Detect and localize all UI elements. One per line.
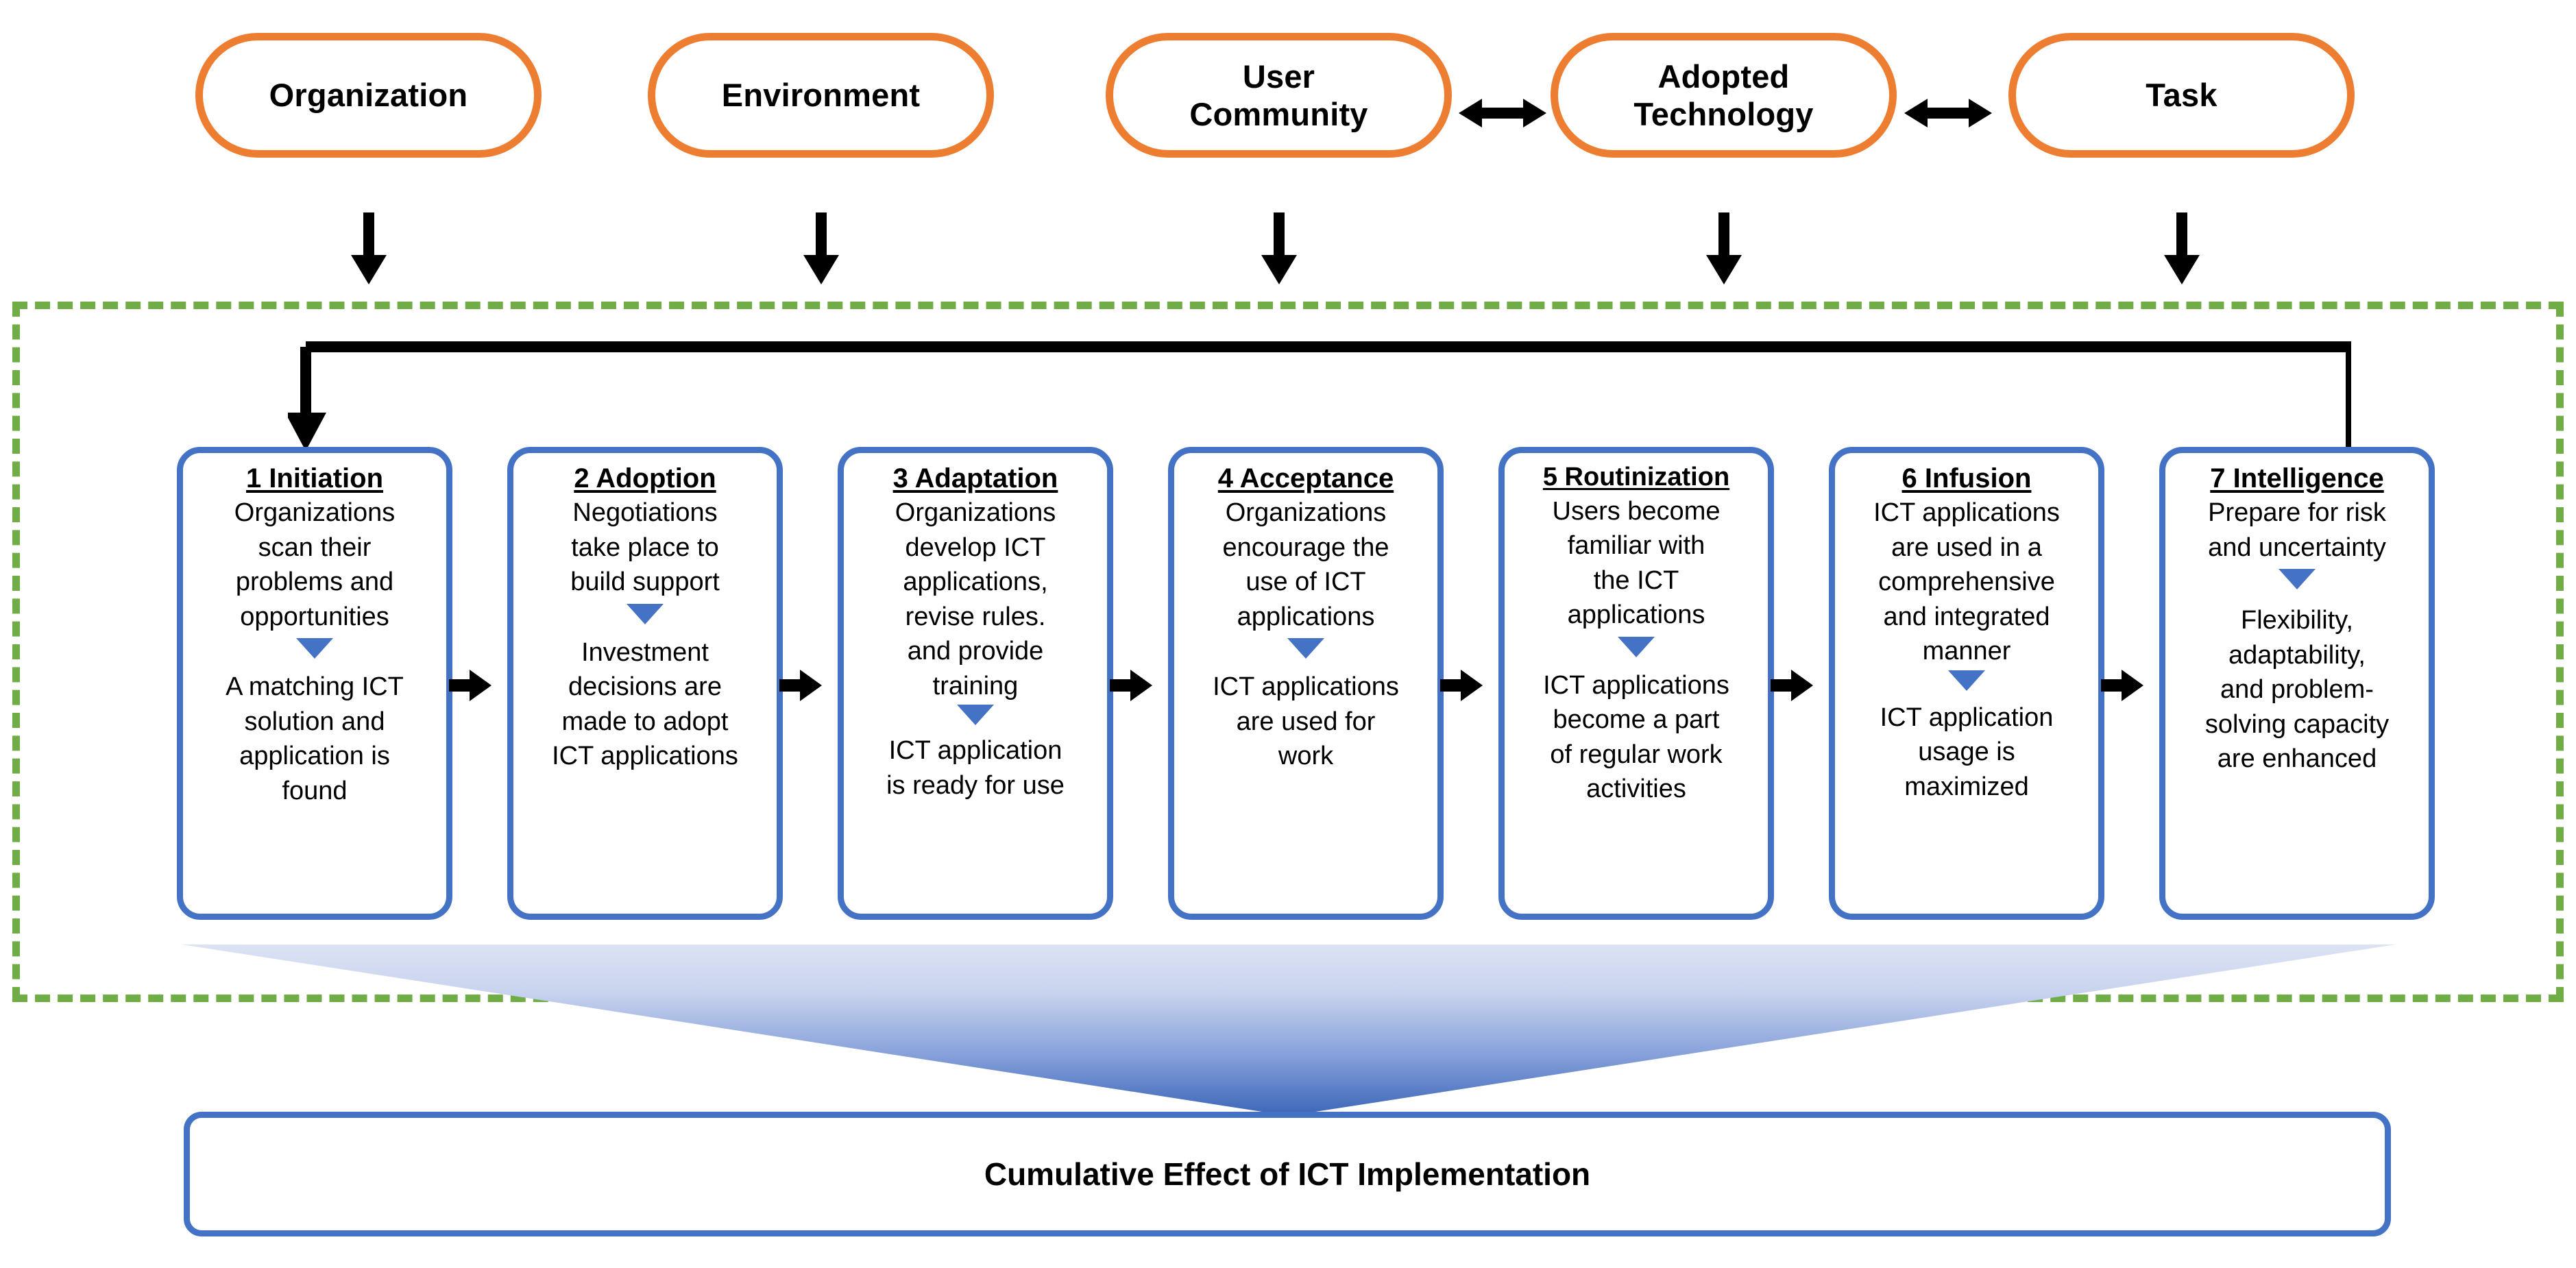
step-arrow-icon-6-to-7 — [2101, 670, 2143, 701]
down-triangle-icon — [627, 603, 664, 624]
stage-bottom-text: A matching ICT solution and application … — [226, 672, 404, 805]
stage-box-1-initiation[interactable]: 1 Initiation Organizations scan their pr… — [177, 447, 452, 920]
stage-title: 6 Infusion — [1901, 463, 2032, 493]
context-box-task[interactable]: Task — [2008, 33, 2355, 158]
stage-title: 1 Initiation — [246, 463, 383, 493]
stage-box-5-routinization[interactable]: 5 Routinization Users become familiar wi… — [1498, 447, 1774, 920]
step-arrow-icon-1-to-2 — [449, 670, 491, 701]
down-triangle-icon — [2279, 569, 2316, 590]
down-arrow-icon-user-community — [1261, 212, 1297, 284]
step-arrow-icon-5-to-6 — [1771, 670, 1813, 701]
stage-bottom-text: Investment decisions are made to adopt I… — [552, 637, 738, 771]
stage-top-text: Prepare for risk and uncertainty — [2208, 498, 2386, 562]
down-arrow-icon-task — [2164, 212, 2200, 284]
stage-top-text: Organizations develop ICT applications, … — [895, 498, 1056, 700]
down-triangle-icon — [296, 638, 333, 659]
stage-bottom-text: ICT applications are used for work — [1213, 672, 1399, 771]
step-arrow-icon-4-to-5 — [1440, 670, 1483, 701]
feedback-loop-arrow-icon — [288, 341, 2351, 451]
context-box-user-community[interactable]: User Community — [1106, 33, 1452, 158]
down-arrow-icon-organization — [351, 212, 387, 284]
down-triangle-icon — [1287, 638, 1324, 659]
down-arrow-icon-environment — [803, 212, 839, 284]
cumulative-effect-label: Cumulative Effect of ICT Implementation — [984, 1156, 1591, 1192]
step-arrow-icon-3-to-4 — [1110, 670, 1152, 701]
stage-box-3-adaptation[interactable]: 3 Adaptation Organizations develop ICT a… — [838, 447, 1113, 920]
stage-box-6-infusion[interactable]: 6 Infusion ICT applications are used in … — [1829, 447, 2104, 920]
down-triangle-icon — [1948, 670, 1985, 691]
down-triangle-icon — [957, 705, 994, 726]
cumulative-effect-box[interactable]: Cumulative Effect of ICT Implementation — [184, 1112, 2391, 1236]
stage-bottom-text: Flexibility, adaptability, and problem- … — [2204, 606, 2390, 774]
bidirectional-arrow-icon-user-to-technology — [1459, 99, 1546, 127]
context-box-label: User Community — [1189, 58, 1368, 132]
stage-title: 5 Routinization — [1542, 463, 1730, 491]
context-box-label: Adopted Technology — [1633, 58, 1814, 132]
cumulative-effect-funnel — [182, 944, 2396, 1116]
bidirectional-arrow-icon-technology-to-task — [1904, 99, 1992, 127]
context-box-organization[interactable]: Organization — [195, 33, 542, 158]
stage-top-text: ICT applications are used in a comprehen… — [1873, 498, 2060, 666]
down-triangle-icon — [1618, 636, 1655, 657]
context-box-label: Task — [2146, 77, 2217, 114]
context-box-label: Organization — [269, 77, 468, 114]
stage-bottom-text: ICT applications become a part of regula… — [1543, 670, 1729, 804]
stage-top-text: Organizations encourage the use of ICT a… — [1222, 498, 1389, 631]
stage-top-text: Organizations scan their problems and op… — [234, 498, 396, 631]
context-box-adopted-technology[interactable]: Adopted Technology — [1551, 33, 1897, 158]
stage-title: 7 Intelligence — [2210, 463, 2384, 493]
stage-title: 4 Acceptance — [1217, 463, 1394, 493]
step-arrow-icon-2-to-3 — [779, 670, 822, 701]
stage-box-7-intelligence[interactable]: 7 Intelligence Prepare for risk and unce… — [2159, 447, 2435, 920]
stage-top-text: Users become familiar with the ICT appli… — [1552, 496, 1721, 630]
stage-box-4-acceptance[interactable]: 4 Acceptance Organizations encourage the… — [1168, 447, 1444, 920]
stage-title: 2 Adoption — [574, 463, 716, 493]
stage-top-text: Negotiations take place to build support — [570, 498, 720, 597]
context-box-label: Environment — [721, 77, 921, 114]
stage-bottom-text: ICT application is ready for use — [886, 736, 1065, 800]
down-arrow-icon-adopted-technology — [1706, 212, 1742, 284]
context-box-environment[interactable]: Environment — [648, 33, 994, 158]
stage-title: 3 Adaptation — [892, 463, 1058, 493]
stage-bottom-text: ICT application usage is maximized — [1880, 703, 2054, 801]
stage-box-2-adoption[interactable]: 2 Adoption Negotiations take place to bu… — [507, 447, 783, 920]
